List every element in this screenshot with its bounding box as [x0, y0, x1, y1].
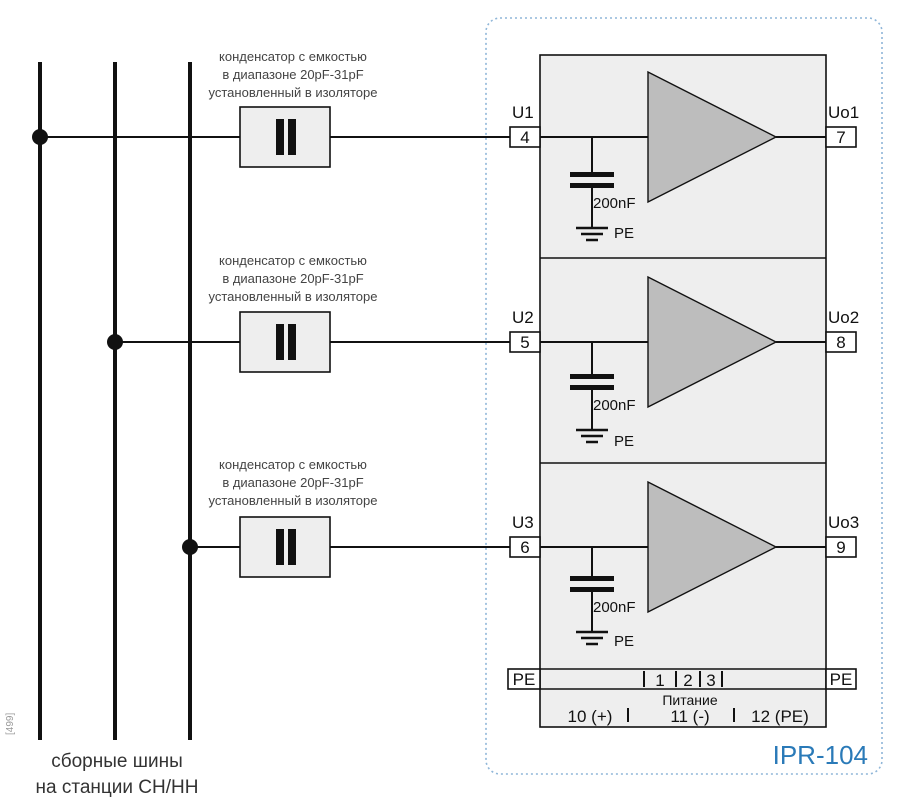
input-pin-number: 4 — [520, 128, 529, 147]
input-pin-number: 5 — [520, 333, 529, 352]
capacitor-note-line-3: установленный в изоляторе — [209, 85, 378, 100]
capacitor-insulator-box — [239, 516, 331, 578]
input-label: U2 — [512, 308, 534, 327]
cap-value-label: 200nF — [593, 397, 636, 414]
power-block: Питание 10 (+) 11 (-) 12 (PE) — [568, 692, 809, 726]
output-label: Uo3 — [828, 513, 859, 532]
cap-plate-bottom — [570, 385, 614, 390]
side-tag: [499] — [5, 713, 16, 735]
output-pin-number: 8 — [836, 333, 845, 352]
capacitor-note-line-3: установленный в изоляторе — [209, 289, 378, 304]
device-name: IPR-104 — [773, 740, 868, 770]
power-pin-3: 3 — [706, 671, 715, 690]
terminal-10: 10 (+) — [568, 707, 613, 726]
cap-value-label: 200nF — [593, 195, 636, 212]
output-pin-number: 7 — [836, 128, 845, 147]
channel-2: конденсатор с емкостью в диапазоне 20pF-… — [107, 253, 859, 450]
input-label: U1 — [512, 103, 534, 122]
channel-3: конденсатор с емкостью в диапазоне 20pF-… — [182, 457, 859, 650]
output-pin-box — [825, 536, 857, 558]
input-label: U3 — [512, 513, 534, 532]
capacitor-note-line-2: в диапазоне 20pF-31pF — [222, 475, 363, 490]
capacitor-plate — [276, 529, 284, 565]
power-pin-2: 2 — [683, 671, 692, 690]
capacitor-plate — [288, 324, 296, 360]
amplifier-triangle — [647, 480, 778, 614]
terminal-11: 11 (-) — [670, 707, 709, 726]
ground-label: PE — [614, 225, 634, 242]
pe-right-box — [825, 668, 857, 690]
capacitor-insulator-box — [239, 106, 331, 168]
pe-left-label: PE — [513, 670, 536, 689]
ground-label: PE — [614, 633, 634, 650]
amplifier-triangle — [647, 70, 778, 204]
cap-plate-top — [570, 576, 614, 581]
capacitor-note-line-3: установленный в изоляторе — [209, 493, 378, 508]
pe-right-label: PE — [830, 670, 853, 689]
power-pin-1: 1 — [655, 671, 664, 690]
capacitor-note-line-1: конденсатор с емкостью — [219, 457, 367, 472]
capacitor-plate — [288, 119, 296, 155]
capacitor-plate — [288, 529, 296, 565]
input-pin-number: 6 — [520, 538, 529, 557]
output-pin-box — [825, 331, 857, 353]
output-label: Uo2 — [828, 308, 859, 327]
capacitor-plate — [276, 119, 284, 155]
cap-plate-bottom — [570, 183, 614, 188]
cap-plate-top — [570, 172, 614, 177]
capacitor-plate — [276, 324, 284, 360]
busbar-caption-line-2: на станции СН/НН — [36, 777, 199, 798]
output-label: Uo1 — [828, 103, 859, 122]
ground-label: PE — [614, 433, 634, 450]
pe-row: PE PE 1 2 3 — [507, 668, 857, 690]
cap-plate-top — [570, 374, 614, 379]
cap-value-label: 200nF — [593, 599, 636, 616]
channel-1: конденсатор с емкостью в диапазоне 20pF-… — [32, 49, 859, 242]
cap-plate-bottom — [570, 587, 614, 592]
capacitor-note-line-1: конденсатор с емкостью — [219, 49, 367, 64]
output-pin-number: 9 — [836, 538, 845, 557]
capacitor-insulator-box — [239, 311, 331, 373]
capacitor-note-line-1: конденсатор с емкостью — [219, 253, 367, 268]
amplifier-triangle — [647, 275, 778, 409]
power-title: Питание — [662, 692, 717, 708]
output-pin-box — [825, 126, 857, 148]
terminal-12: 12 (PE) — [751, 707, 809, 726]
busbar-caption-line-1: сборные шины — [51, 751, 183, 772]
pe-left-box — [507, 668, 541, 690]
capacitor-note-line-2: в диапазоне 20pF-31pF — [222, 67, 363, 82]
capacitor-note-line-2: в диапазоне 20pF-31pF — [222, 271, 363, 286]
